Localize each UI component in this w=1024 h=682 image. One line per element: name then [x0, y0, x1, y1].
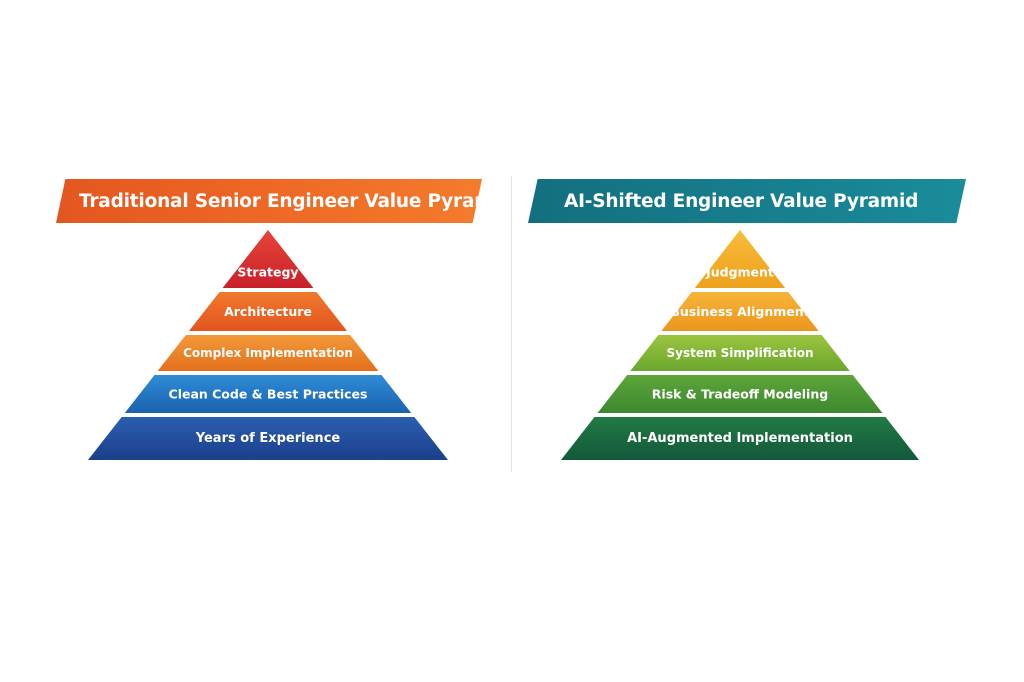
left-pyramid-tier-label: Years of Experience	[195, 431, 341, 446]
left-pyramid-tier-2: Architecture	[188, 292, 348, 331]
right-pyramid-tier-4: Risk & Tradeoff Modeling	[597, 375, 883, 413]
left-pyramid-tier-shape	[88, 417, 448, 460]
right-pyramid-tier-label: Judgment	[705, 264, 774, 279]
left-pyramid-tier-4: Clean Code & Best Practices	[124, 375, 412, 413]
right-pyramid-tier-2: Business Alignment	[661, 292, 819, 331]
right-pyramid-tier-shape	[694, 230, 786, 288]
left-pyramid-title: Traditional Senior Engineer Value Pyrami…	[79, 190, 513, 212]
right-pyramid-tier-label: System Simplification	[667, 346, 814, 360]
left-pyramid-tier-5: Years of Experience	[88, 417, 448, 460]
left-pyramid-tier-label: Architecture	[224, 304, 312, 319]
left-pyramid-title-banner: Traditional Senior Engineer Value Pyrami…	[56, 179, 482, 223]
right-pyramid-tier-shape	[561, 417, 919, 460]
left-pyramid-tier-label: Clean Code & Best Practices	[169, 387, 368, 402]
right-pyramid-tier-label: Risk & Tradeoff Modeling	[652, 387, 828, 402]
left-pyramid-tier-3: Complex Implementation	[157, 335, 379, 371]
left-pyramid-tier-label: Strategy	[237, 264, 298, 279]
right-pyramid-title-banner: AI-Shifted Engineer Value Pyramid	[528, 179, 966, 223]
left-pyramid-tier-label: Complex Implementation	[183, 346, 353, 360]
right-pyramid-tier-label: AI-Augmented Implementation	[627, 431, 853, 446]
center-divider	[511, 176, 512, 472]
right-pyramid-tier-shape	[597, 375, 883, 413]
right-pyramid-tier-3: System Simplification	[630, 335, 850, 371]
left-pyramid-tier-shape	[124, 375, 412, 413]
right-pyramid-title: AI-Shifted Engineer Value Pyramid	[564, 190, 919, 212]
right-pyramid-tier-shape	[630, 335, 850, 371]
left-pyramid-tier-shape	[222, 230, 314, 288]
right-pyramid-tier-shape	[661, 292, 819, 331]
left-pyramid-tier-shape	[188, 292, 348, 331]
right-pyramid-tier-1: Judgment	[694, 230, 786, 288]
left-pyramid-tier-shape	[157, 335, 379, 371]
right-pyramid-tier-5: AI-Augmented Implementation	[561, 417, 919, 460]
left-pyramid-tier-1: Strategy	[222, 230, 314, 288]
right-pyramid-tier-label: Business Alignment	[670, 304, 809, 319]
